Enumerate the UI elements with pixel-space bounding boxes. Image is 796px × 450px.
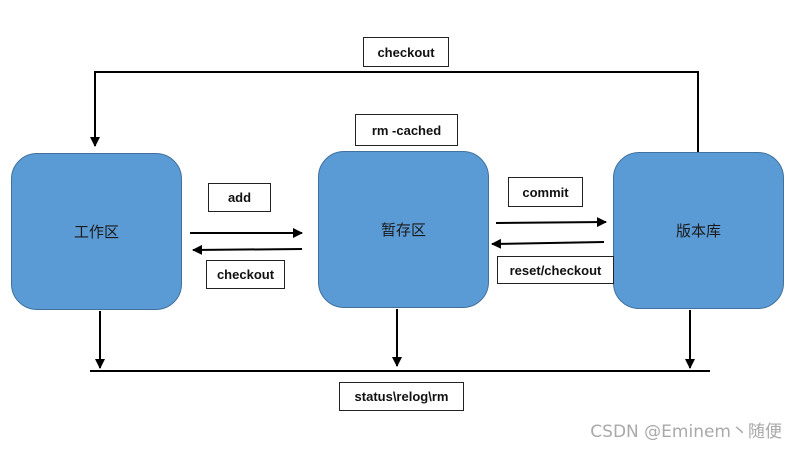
checkout-loop-arrow	[90, 71, 699, 152]
checkout-label: checkout	[206, 260, 285, 289]
staging-area-label: 暂存区	[380, 221, 426, 239]
checkout-arrow	[192, 244, 303, 255]
watermark: CSDN @Eminem丶随便	[590, 422, 782, 442]
working-area-node: 工作区	[11, 153, 182, 310]
staging-area-node: 暂存区	[318, 151, 489, 308]
add-label: add	[208, 183, 271, 212]
reset-checkout-arrow	[491, 238, 605, 249]
repository-label: 版本库	[675, 222, 721, 240]
rm-cached-label: rm -cached	[355, 114, 458, 146]
repository-node: 版本库	[613, 152, 784, 309]
top-checkout-label: checkout	[363, 37, 449, 67]
commit-arrow	[495, 217, 607, 228]
status-label: status\relog\rm	[339, 382, 464, 411]
reset-checkout-label: reset/checkout	[497, 256, 614, 284]
working-area-label: 工作区	[73, 223, 119, 241]
commit-label: commit	[508, 177, 583, 207]
